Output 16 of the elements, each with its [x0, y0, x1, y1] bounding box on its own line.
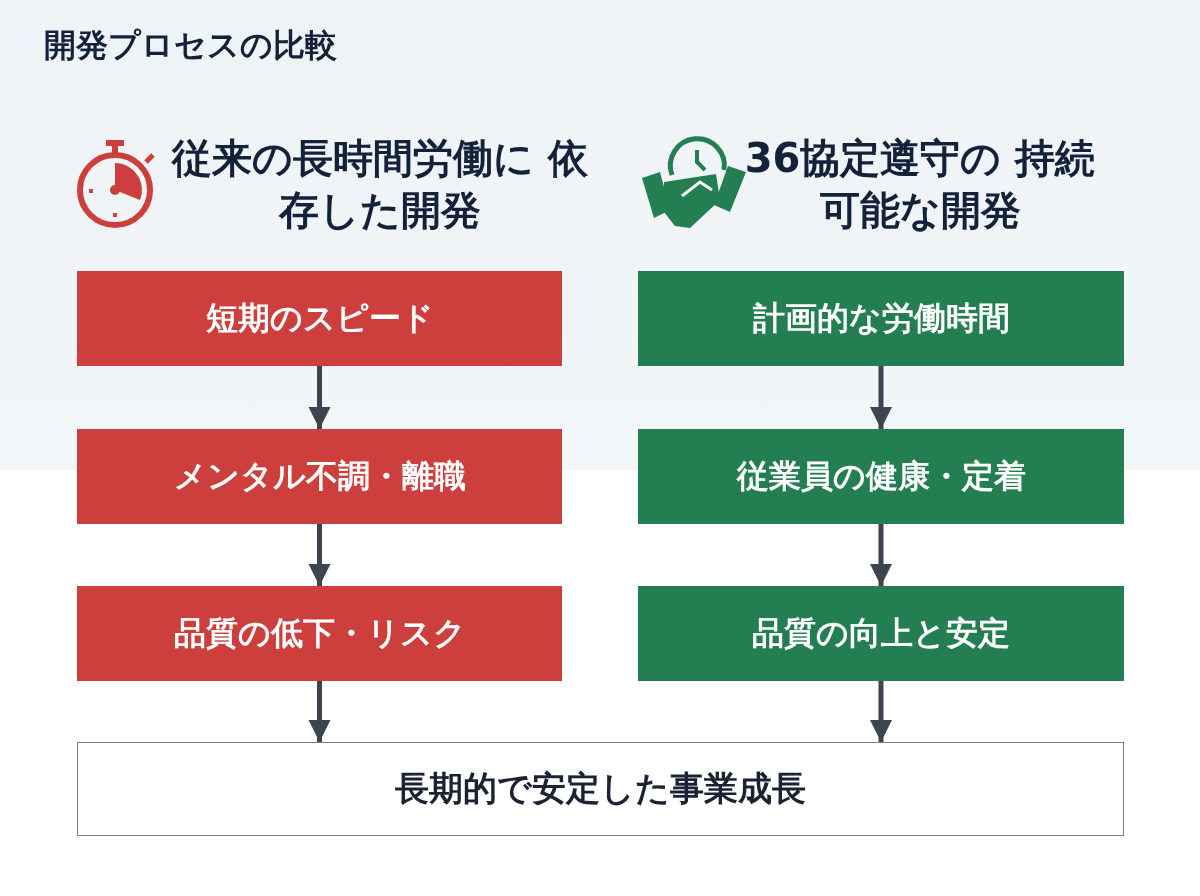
column-heading: 36協定遵守の 持続可能な開発 [743, 134, 1097, 235]
process-box: 計画的な労働時間 [638, 271, 1124, 366]
arrow [869, 366, 893, 429]
process-box: 短期のスピード [77, 271, 562, 366]
arrow [308, 681, 331, 742]
process-box: メンタル不調・離職 [77, 429, 562, 524]
column-heading: 従来の長時間労働に 依存した開発 [170, 134, 589, 235]
arrow [869, 524, 893, 586]
arrow [869, 681, 893, 742]
arrow [308, 366, 331, 429]
process-box: 長期的で安定した事業成長 [77, 742, 1124, 836]
title: 開発プロセスの比較 [44, 25, 337, 66]
process-box: 品質の向上と安定 [638, 586, 1124, 681]
arrow [308, 524, 331, 586]
process-box: 品質の低下・リスク [77, 586, 562, 681]
process-box: 従業員の健康・定着 [638, 429, 1124, 524]
